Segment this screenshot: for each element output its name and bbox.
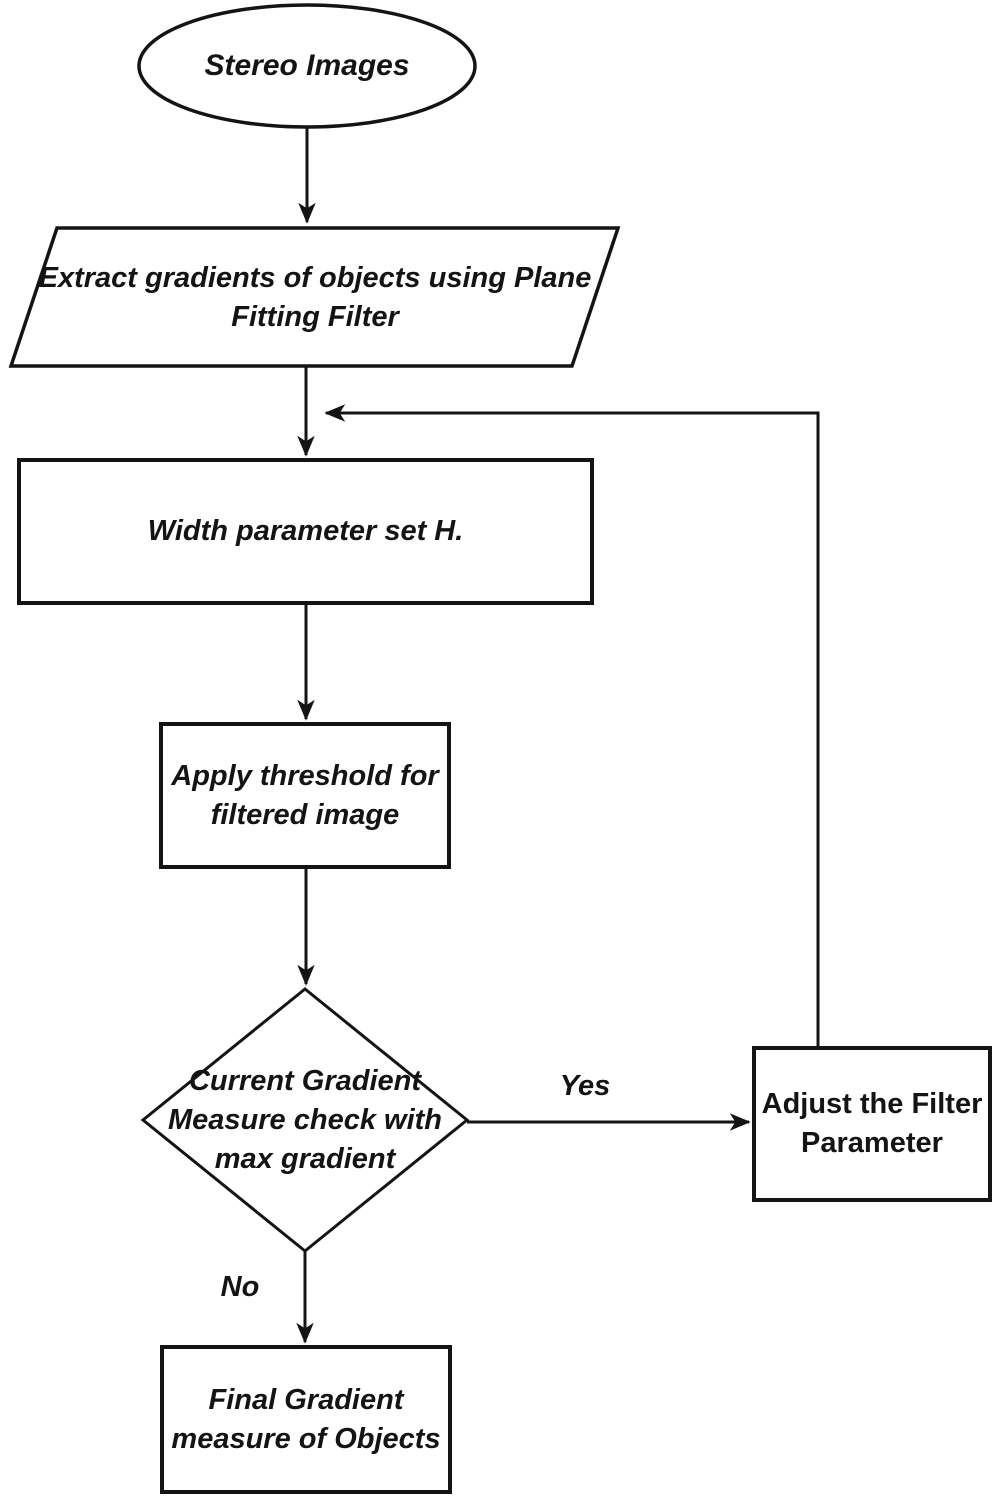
stereo-images-node [137, 3, 477, 129]
adjust-filter-node [752, 1046, 992, 1202]
extract-gradients-node [8, 226, 621, 368]
width-parameter-node [17, 458, 594, 605]
apply-threshold-node [159, 722, 451, 869]
gradient-check-decision-node [140, 987, 470, 1253]
arrow-adjust-feedback-to-width [324, 404, 820, 1048]
final-gradient-node [160, 1345, 452, 1494]
